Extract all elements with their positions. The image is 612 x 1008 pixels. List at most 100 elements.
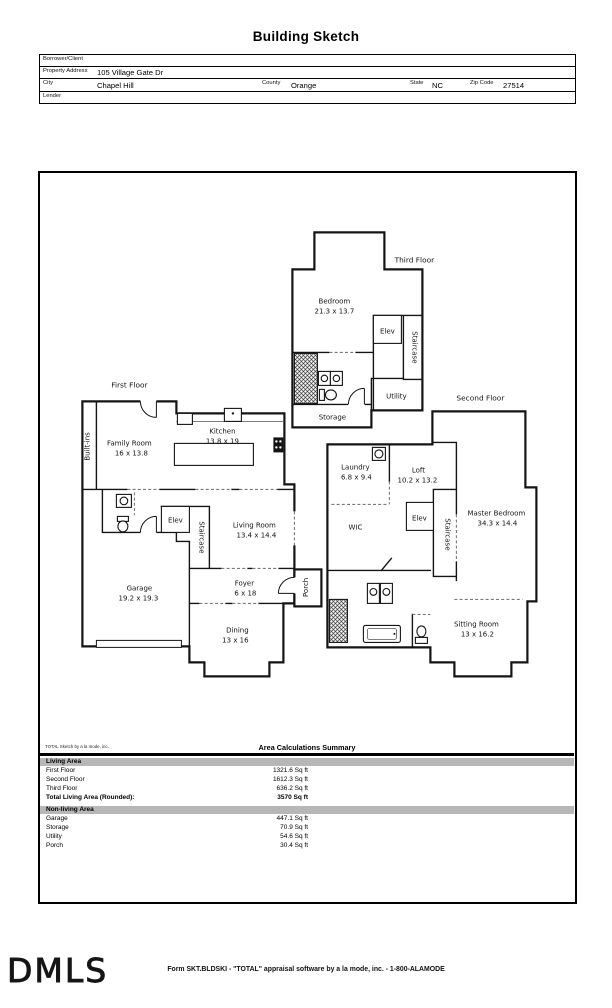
- row-label: Total Living Area (Rounded):: [46, 793, 135, 801]
- foyer-label: Foyer: [235, 579, 255, 587]
- elev-label-3f: Elev: [380, 327, 395, 335]
- row-value: 636.2 Sq ft: [276, 784, 308, 792]
- door-arc: [139, 401, 295, 594]
- state-label: State: [410, 80, 424, 86]
- county-value: Orange: [291, 81, 317, 90]
- row-value: 54.6 Sq ft: [280, 832, 308, 840]
- counter-cabinet: [176, 412, 193, 425]
- bedroom-label: Bedroom: [319, 297, 351, 305]
- property-address-row: Property Address 105 Village Gate Dr: [40, 67, 575, 79]
- property-form-table: Borrower/Client Property Address 105 Vil…: [39, 54, 576, 104]
- wic-label: WIC: [348, 523, 362, 531]
- family-room-label: Family Room: [107, 439, 152, 447]
- laundry-dims: 6.8 x 9.4: [341, 473, 372, 481]
- row-value: 1612.3 Sq ft: [272, 775, 308, 783]
- summary-row: Second Floor 1612.3 Sq ft: [40, 775, 574, 784]
- shower-icon: [328, 598, 348, 643]
- third-floor-plan: Third Floor Bedroom 21.3 x 13.7 Elev Sta…: [291, 231, 436, 429]
- row-label: Porch: [46, 841, 63, 849]
- dmls-logo-text: DMLS: [7, 951, 108, 990]
- utility-label: Utility: [386, 392, 407, 400]
- property-address-value: 105 Village Gate Dr: [97, 68, 164, 77]
- row-label: Third Floor: [46, 784, 78, 792]
- porch-label: Porch: [302, 578, 310, 597]
- second-floor-title: Second Floor: [456, 393, 505, 402]
- row-value: 447.1 Sq ft: [276, 814, 308, 822]
- loft-label: Loft: [412, 466, 425, 474]
- foyer-dims: 6 x 18: [234, 589, 256, 597]
- storage-label: Storage: [319, 413, 346, 421]
- zip-value: 27514: [503, 81, 525, 90]
- elevator-box: [372, 314, 402, 344]
- bedroom-dims: 21.3 x 13.7: [315, 307, 355, 315]
- second-floor-plan: Second Floor Laundry 6.8 x 9.4 Loft 10.2…: [326, 393, 538, 678]
- first-floor-title: First Floor: [111, 380, 148, 389]
- elev-label-2f: Elev: [412, 514, 427, 522]
- toilet-icon: [116, 515, 129, 533]
- area-calculations-summary: TOTAL Sketch by a la mode, inc. Area Cal…: [40, 742, 574, 850]
- laundry-label: Laundry: [341, 463, 370, 471]
- borrower-row: Borrower/Client: [40, 55, 575, 67]
- lender-row: Lender: [40, 92, 575, 103]
- sink-icon: [317, 370, 343, 386]
- summary-row: Garage 447.1 Sq ft: [40, 814, 574, 823]
- bathtub-icon: [362, 624, 401, 643]
- city-county-state-zip-row: City Chapel Hill County Orange State NC …: [40, 79, 575, 92]
- loft-dims: 10.2 x 13.2: [398, 476, 438, 484]
- state-value: NC: [432, 81, 443, 90]
- master-bedroom-dims: 34.3 x 14.4: [478, 519, 518, 527]
- toilet-icon: [414, 625, 428, 644]
- elevator-box: [405, 501, 434, 531]
- master-bedroom-label: Master Bedroom: [468, 509, 526, 517]
- row-label: Second Floor: [46, 775, 85, 783]
- shower-icon: [293, 352, 318, 404]
- garage-door: [95, 639, 182, 648]
- city-label: City: [43, 80, 53, 86]
- stove-icon: [273, 437, 284, 453]
- kitchen-island: [173, 442, 254, 466]
- cooktop-icon: [223, 407, 242, 422]
- sketch-border-box: Third Floor Bedroom 21.3 x 13.7 Elev Sta…: [38, 171, 577, 904]
- toilet-icon: [318, 388, 337, 401]
- summary-row: First Floor 1321.6 Sq ft: [40, 766, 574, 775]
- summary-title: Area Calculations Summary: [258, 743, 356, 752]
- lender-label: Lender: [43, 93, 62, 99]
- summary-row: Third Floor 636.2 Sq ft: [40, 784, 574, 793]
- summary-row: Porch 30.4 Sq ft: [40, 841, 574, 850]
- summary-row: Utility 54.6 Sq ft: [40, 832, 574, 841]
- living-room-label: Living Room: [233, 521, 276, 529]
- first-floor-plan: First Floor Built-ins Family Room 16 x 1…: [81, 380, 323, 678]
- living-area-header: Living Area: [40, 757, 574, 766]
- sitting-room-label: Sitting Room: [454, 620, 499, 628]
- elevator-box: [160, 505, 190, 533]
- row-label: First Floor: [46, 766, 76, 774]
- sink-icon: [115, 493, 132, 508]
- nonliving-area-header: Non-living Area: [40, 805, 574, 814]
- builtins-label: Built-ins: [83, 432, 91, 461]
- sink-icon: [366, 582, 393, 604]
- row-value: 1321.6 Sq ft: [272, 766, 308, 774]
- city-value: Chapel Hill: [97, 81, 134, 90]
- county-label: County: [262, 80, 281, 86]
- family-room-dims: 16 x 13.8: [115, 449, 148, 457]
- property-address-label: Property Address: [43, 68, 88, 74]
- total-living-area-row: Total Living Area (Rounded): 3570 Sq ft: [40, 793, 574, 802]
- borrower-label: Borrower/Client: [43, 56, 83, 62]
- row-value: 70.9 Sq ft: [280, 823, 308, 831]
- washer-icon: [371, 446, 386, 461]
- elev-label-1f: Elev: [168, 516, 183, 524]
- row-value: 3570 Sq ft: [277, 793, 308, 801]
- kitchen-dims: 13.8 x 19: [206, 437, 239, 445]
- zip-label: Zip Code: [470, 80, 494, 86]
- third-floor-title: Third Floor: [394, 255, 436, 264]
- garage-label: Garage: [127, 584, 153, 592]
- sitting-room-dims: 13 x 16.2: [461, 630, 494, 638]
- row-value: 30.4 Sq ft: [280, 841, 308, 849]
- living-room-dims: 13.4 x 14.4: [237, 531, 277, 539]
- row-label: Storage: [46, 823, 69, 831]
- dmls-logo: DMLS: [7, 951, 108, 991]
- staircase-label-1f: Staircase: [197, 521, 205, 553]
- form-footer-line: Form SKT.BLDSKI - "TOTAL" appraisal soft…: [167, 966, 445, 973]
- dining-label: Dining: [226, 626, 249, 634]
- summary-rule: [40, 753, 574, 756]
